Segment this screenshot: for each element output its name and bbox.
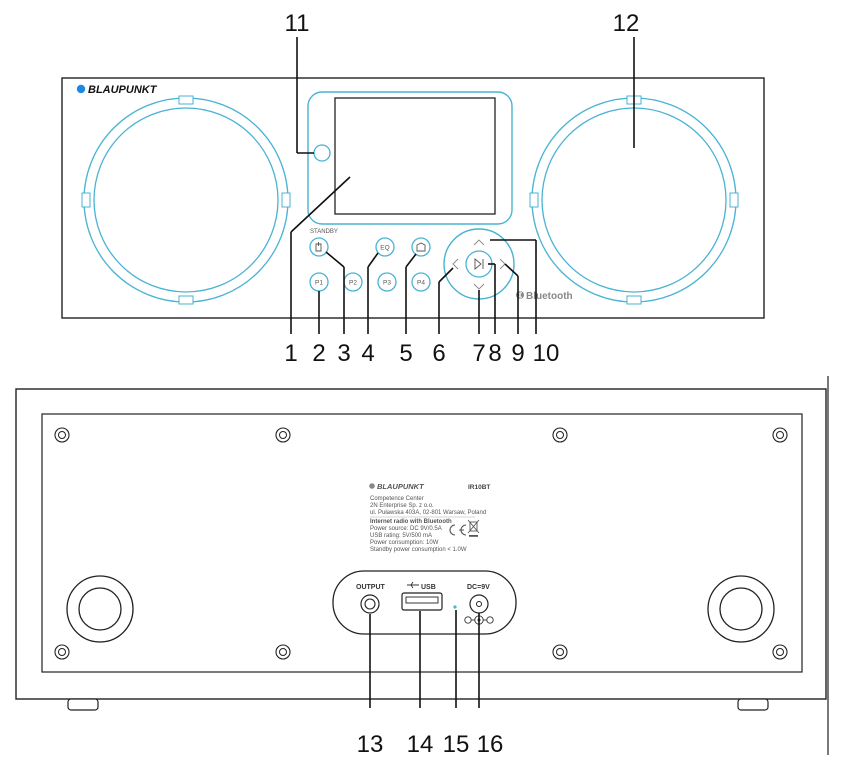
usb-icon — [407, 581, 419, 589]
info-button[interactable] — [411, 237, 431, 257]
callout-2: 2 — [312, 340, 325, 367]
dc-port-label: DC=9V — [467, 584, 490, 591]
address-line-2: 2N Enterprise Sp. z o.o. — [370, 503, 434, 509]
preset-p4-button[interactable]: P4 — [411, 272, 431, 292]
front-brand-logo: BLAUPUNKT — [88, 84, 158, 96]
screw-bottom-4 — [772, 644, 788, 660]
dc-power-jack[interactable] — [469, 594, 489, 614]
p2-label: P2 — [349, 280, 357, 287]
address-line-3: ul. Puławska 403A, 02-801 Warsaw, Poland — [370, 510, 486, 516]
callout-16: 16 — [477, 731, 504, 758]
address-line-1: Competence Center — [370, 496, 424, 502]
spec-line-5: Standby power consumption < 1.0W — [370, 547, 467, 553]
p1-label: P1 — [315, 280, 323, 287]
spec-line-4: Power consumption: 10W — [370, 540, 439, 546]
blue-dot-icon — [369, 483, 375, 489]
p3-label: P3 — [383, 280, 391, 287]
callout-4: 4 — [361, 340, 374, 367]
back-view: BLAUPUNKT IR10BT Competence Center 2N En… — [15, 376, 829, 758]
screw-top-3 — [552, 427, 568, 443]
preset-p2-button[interactable]: P2 — [343, 272, 363, 292]
callout-11: 11 — [285, 10, 310, 37]
callout-5: 5 — [399, 340, 412, 367]
play-pause-icon — [474, 258, 484, 270]
callout-3: 3 — [337, 340, 350, 367]
display — [307, 91, 513, 225]
screw-bottom-3 — [552, 644, 568, 660]
eq-button[interactable]: EQ — [375, 237, 395, 257]
usb-port-label: USB — [421, 584, 436, 591]
callout-10: 10 — [533, 340, 560, 367]
callout-6: 6 — [432, 340, 445, 367]
bluetooth-label: Bluetooth — [526, 291, 573, 302]
screw-top-2 — [275, 427, 291, 443]
spec-line-2: Power source: DC 9V/0.5A — [370, 526, 442, 532]
standby-label: STANDBY — [310, 229, 338, 235]
front-leader-lines — [290, 37, 537, 334]
callout-7: 7 — [472, 340, 485, 367]
info-icon — [416, 242, 426, 252]
callout-1: 1 — [284, 340, 297, 367]
callout-12: 12 — [613, 10, 640, 37]
output-port-label: OUTPUT — [356, 584, 386, 591]
ir-sensor — [313, 144, 331, 162]
preset-p1-button[interactable]: P1 — [309, 272, 329, 292]
callout-14: 14 — [407, 731, 434, 758]
connector-panel: OUTPUT USB DC=9V — [332, 570, 517, 635]
crossed-bin-icon — [467, 519, 480, 537]
front-view: BLAUPUNKT STANDBY — [61, 10, 765, 367]
spec-line-3: USB rating: 5V/500 mA — [370, 533, 432, 539]
chevron-down-icon — [473, 283, 485, 290]
output-jack[interactable] — [360, 594, 380, 614]
model-number: IR10BT — [468, 484, 490, 491]
blue-dot-icon — [76, 84, 86, 94]
usb-port[interactable] — [401, 592, 443, 611]
chevron-up-icon — [473, 239, 485, 246]
left-speaker-grille — [81, 95, 291, 305]
right-bass-port — [707, 575, 775, 643]
screw-top-4 — [772, 427, 788, 443]
back-brand-logo: BLAUPUNKT — [377, 482, 425, 491]
standby-button[interactable] — [309, 237, 329, 257]
left-foot — [67, 698, 99, 711]
callout-8: 8 — [488, 340, 501, 367]
screw-bottom-2 — [275, 644, 291, 660]
screw-bottom-1 — [54, 644, 70, 660]
chevron-left-icon — [452, 258, 459, 270]
preset-p3-button[interactable]: P3 — [377, 272, 397, 292]
ce-mark-icon — [449, 524, 467, 536]
spec-line-1: Internet radio with Bluetooth — [370, 519, 452, 525]
left-bass-port — [66, 575, 134, 643]
eq-button-label: EQ — [380, 245, 389, 252]
right-foot — [737, 698, 769, 711]
callout-13: 13 — [357, 731, 384, 758]
callout-15: 15 — [443, 731, 470, 758]
callout-9: 9 — [511, 340, 524, 367]
p4-label: P4 — [417, 280, 425, 287]
power-icon — [315, 242, 322, 252]
back-leader-lines — [369, 610, 480, 708]
rating-label: BLAUPUNKT IR10BT Competence Center 2N En… — [369, 482, 490, 553]
status-led — [453, 605, 457, 609]
screw-top-1 — [54, 427, 70, 443]
